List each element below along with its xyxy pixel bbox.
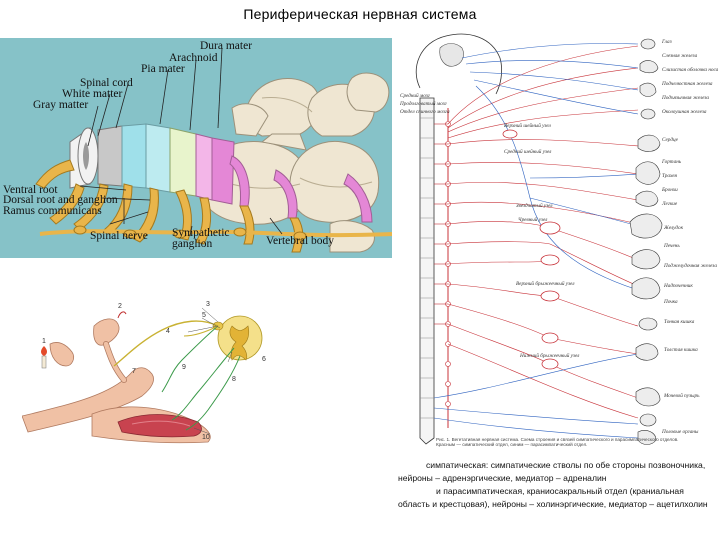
reflex-label-10: 10	[202, 434, 210, 441]
label-ventral-root: Ventral root	[3, 184, 58, 196]
reflex-label-5: 5	[202, 312, 206, 319]
reflex-arc-figure: 1 2 3 4 5 6 7 8 9 10	[22, 296, 294, 446]
organ-label-18: Толстая кишка	[664, 347, 698, 353]
reflex-label-3: 3	[206, 301, 210, 308]
label-ramus-communicans: Ramus communicans	[3, 205, 102, 217]
organ-label-9: Трахея	[662, 173, 677, 179]
reflex-label-7: 7	[132, 368, 136, 375]
organ-label-4: Подчелюстная железа	[662, 81, 713, 87]
organ-label-7: Сердце	[662, 137, 678, 143]
label-gray-matter: Gray matter	[33, 99, 89, 111]
organ-label-5: Подъязычная железа	[662, 95, 709, 101]
scheme-left-label-3: Отдел спинного мозга	[400, 109, 450, 115]
label-sympathetic: Sympathetic	[172, 227, 230, 239]
scheme-center-label-3: Звездчатый узел	[516, 203, 553, 209]
scheme-center-label-6: Нижний брыжеечный узел	[520, 353, 580, 359]
scheme-center-label-2: Средний шейный узел	[504, 149, 552, 155]
organ-label-15: Надпочечник	[664, 283, 693, 289]
label-spinal-cord: Spinal cord	[80, 77, 133, 89]
autonomic-scheme-figure: Средний мозг Продолговатый мозг Отдел сп…	[400, 28, 718, 450]
scheme-left-label-2: Продолговатый мозг	[400, 101, 447, 107]
organ-label-10: Бронхи	[662, 187, 678, 193]
organ-label-17: Тонкая кишка	[664, 319, 695, 325]
organ-label-12: Желудок	[664, 225, 684, 231]
scheme-left-label-1: Средний мозг	[400, 93, 430, 99]
page-title: Периферическая нервная система	[243, 6, 477, 22]
organ-label-8: Гортань	[662, 159, 682, 165]
organ-label-20: Половые органы	[662, 429, 699, 435]
description-text: симпатическая: симпатические стволы по о…	[398, 459, 718, 511]
reflex-label-8: 8	[232, 376, 236, 383]
description-sympathetic: симпатическая: симпатические стволы по о…	[398, 460, 706, 483]
label-dura-mater: Dura mater	[200, 40, 253, 52]
scheme-caption: Рис. 1. Вегетативная нервная система. Сх…	[436, 437, 679, 447]
reflex-label-6: 6	[262, 356, 266, 363]
scheme-center-label-5: Верхний брыжеечный узел	[516, 281, 575, 287]
scheme-center-label-4: Чревный узел	[518, 217, 548, 223]
reflex-label-4: 4	[166, 328, 170, 335]
organ-label-14: Поджелудочная железа	[664, 263, 717, 269]
label-pia-mater: Pia mater	[141, 63, 185, 75]
reflex-label-2: 2	[118, 303, 122, 310]
label-ganglion: ganglion	[172, 238, 213, 250]
organ-label-11: Легкие	[662, 201, 678, 207]
description-parasympathetic: и парасимпатическая, краниосакральный от…	[398, 486, 708, 509]
spinal-anatomy-illustration	[35, 47, 392, 253]
organ-label-16: Почка	[664, 299, 678, 305]
organ-label-2: Слезная железа	[662, 53, 698, 59]
organ-label-13: Печень	[664, 243, 680, 249]
label-arachnoid: Arachnoid	[169, 52, 218, 64]
scheme-center-label-1: Верхний шейный узел	[504, 123, 551, 129]
reflex-label-1: 1	[42, 338, 46, 345]
label-spinal-nerve: Spinal nerve	[90, 230, 148, 242]
label-vertebral-body: Vertebral body	[266, 235, 335, 247]
label-dorsal-root: Dorsal root and ganglion	[3, 194, 118, 206]
label-white-matter: White matter	[62, 88, 123, 100]
spinal-anatomy-figure: Dura mater Arachnoid Pia mater Spinal co…	[0, 38, 392, 258]
reflex-arc-illustration	[22, 307, 263, 444]
organ-label-19: Мочевой пузырь	[664, 393, 700, 399]
organ-label-3: Слизистая оболочка носа	[662, 67, 719, 73]
autonomic-scheme-illustration	[415, 33, 663, 445]
organ-label-6: Околоушная железа	[662, 109, 707, 115]
reflex-label-9: 9	[182, 364, 186, 371]
organ-label-1: Глаз	[662, 39, 672, 45]
